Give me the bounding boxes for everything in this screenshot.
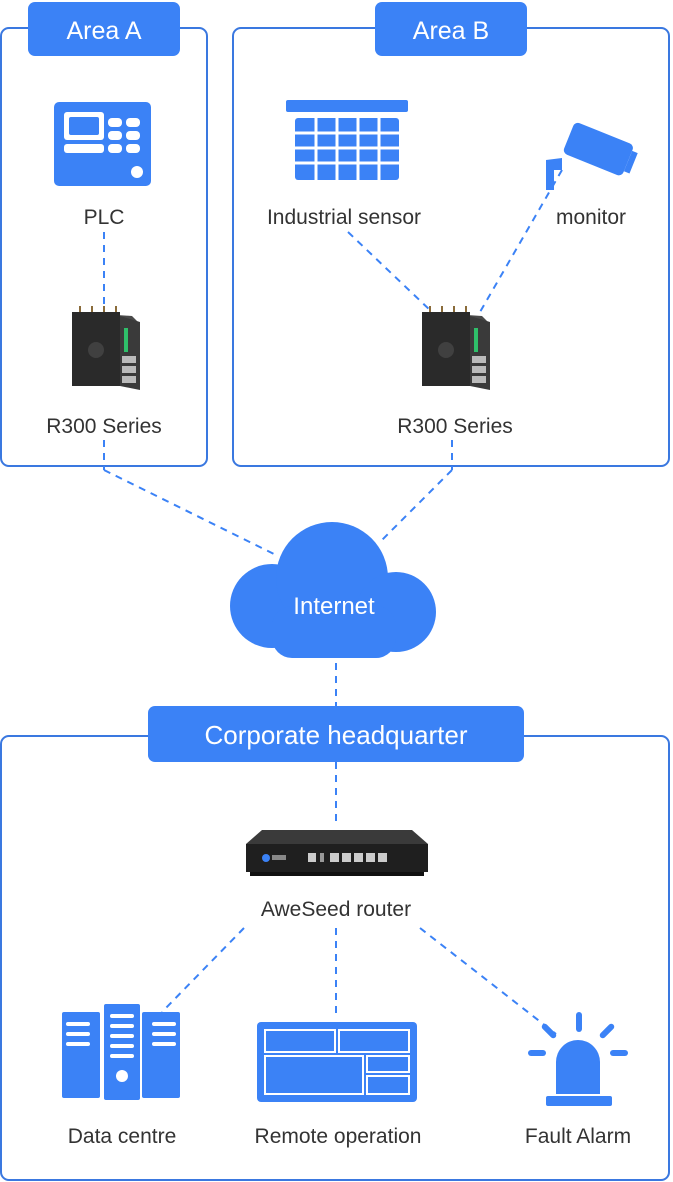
area-b-badge: Area B (375, 2, 527, 56)
server-icon (62, 1004, 180, 1100)
internet-label: Internet (293, 593, 375, 620)
rack-router-icon (246, 830, 428, 876)
link-hq-alarm (419, 927, 557, 1035)
hq-router-label: AweSeed router (261, 898, 411, 921)
link-monitor-router-b (479, 169, 563, 313)
router-b-label: R300 Series (397, 415, 513, 438)
area-a-badge: Area A (28, 2, 180, 56)
siren-icon (528, 1012, 628, 1106)
sensor-grid-icon (286, 100, 408, 180)
hq-title: Corporate headquarter (204, 720, 467, 750)
sensor-label: Industrial sensor (267, 206, 421, 229)
dashboard-icon (257, 1022, 417, 1102)
area-a-title: Area A (66, 17, 141, 45)
link-hq-datacentre (161, 927, 245, 1013)
connectors (103, 169, 563, 1035)
cloud-icon (230, 522, 436, 658)
remote-label: Remote operation (255, 1125, 422, 1148)
security-camera-icon (546, 122, 638, 190)
monitor-label: monitor (556, 206, 626, 229)
datacentre-label: Data centre (68, 1125, 177, 1148)
area-b-title: Area B (413, 17, 489, 45)
hq-badge: Corporate headquarter (148, 706, 524, 762)
router-b-icon (422, 306, 490, 390)
alarm-label: Fault Alarm (525, 1125, 631, 1148)
plc-icon (54, 102, 151, 186)
plc-label: PLC (84, 206, 125, 229)
link-sensor-router-b (347, 231, 433, 313)
area-b-frame (232, 27, 670, 467)
router-a-label: R300 Series (46, 415, 162, 438)
router-a-icon (72, 306, 140, 390)
